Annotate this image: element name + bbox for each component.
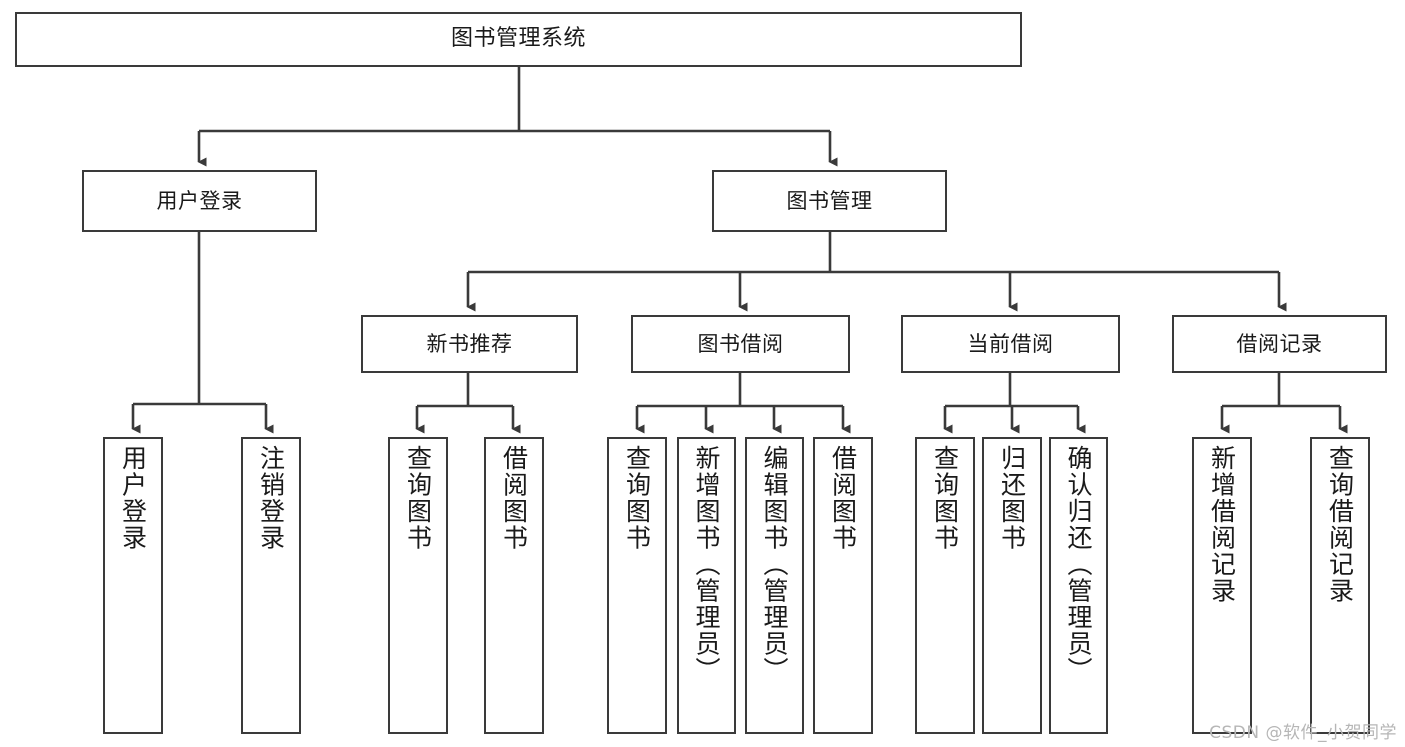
leaf-query-book-borrow[interactable]: 查询图书: [607, 437, 667, 734]
leaf-add-borrow-record[interactable]: 新增借阅记录: [1192, 437, 1252, 734]
node-label: 借阅记录: [1236, 331, 1323, 356]
node-label: 借阅图书: [499, 445, 529, 551]
node-label: 归还图书: [997, 445, 1027, 551]
csdn-watermark: CSDN @软件_小贺同学: [1209, 723, 1397, 743]
leaf-query-borrow-record[interactable]: 查询借阅记录: [1310, 437, 1370, 734]
node-root-system[interactable]: 图书管理系统: [15, 12, 1022, 67]
node-label: 确认归还（管理员）: [1064, 445, 1093, 684]
node-label: 查询借阅记录: [1325, 445, 1355, 604]
node-label: 查询图书: [403, 445, 433, 551]
leaf-logout-login[interactable]: 注销登录: [241, 437, 301, 734]
node-borrow-record[interactable]: 借阅记录: [1172, 315, 1387, 373]
node-label: 用户登录: [118, 445, 148, 551]
leaf-confirm-return[interactable]: 确认归还（管理员）: [1049, 437, 1108, 734]
node-user-login[interactable]: 用户登录: [82, 170, 317, 232]
node-label: 图书借阅: [697, 331, 784, 356]
node-new-book-recommend[interactable]: 新书推荐: [361, 315, 578, 373]
leaf-query-book-current[interactable]: 查询图书: [915, 437, 975, 734]
node-label: 新增借阅记录: [1207, 445, 1237, 604]
leaf-borrow-book[interactable]: 借阅图书: [813, 437, 873, 734]
node-label: 借阅图书: [828, 445, 858, 551]
leaf-return-book[interactable]: 归还图书: [982, 437, 1042, 734]
leaf-user-login[interactable]: 用户登录: [103, 437, 163, 734]
node-label: 当前借阅: [967, 331, 1054, 356]
node-label: 编辑图书（管理员）: [760, 445, 789, 684]
node-label: 新书推荐: [426, 331, 513, 356]
node-label: 查询图书: [930, 445, 960, 551]
node-book-borrow[interactable]: 图书借阅: [631, 315, 850, 373]
leaf-add-book[interactable]: 新增图书（管理员）: [677, 437, 736, 734]
node-label: 用户登录: [156, 188, 243, 213]
leaf-query-book-recommend[interactable]: 查询图书: [388, 437, 448, 734]
node-label: 新增图书（管理员）: [692, 445, 721, 684]
leaf-edit-book[interactable]: 编辑图书（管理员）: [745, 437, 804, 734]
node-label: 查询图书: [622, 445, 652, 551]
node-current-borrow[interactable]: 当前借阅: [901, 315, 1120, 373]
node-book-management[interactable]: 图书管理: [712, 170, 947, 232]
node-label: 图书管理系统: [450, 26, 586, 52]
node-label: 注销登录: [256, 445, 286, 551]
leaf-borrow-book-recommend[interactable]: 借阅图书: [484, 437, 544, 734]
node-label: 图书管理: [786, 188, 873, 213]
